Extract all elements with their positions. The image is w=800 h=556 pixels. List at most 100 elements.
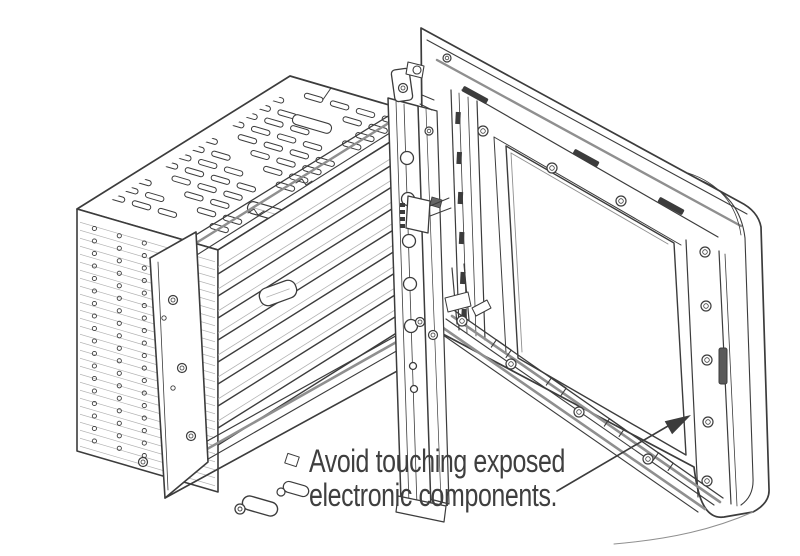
- door-screw: [546, 162, 558, 174]
- vent-slot: [276, 133, 297, 144]
- vent-slot: [342, 116, 362, 127]
- flange-screw-slot: [170, 297, 176, 303]
- vent-slot: [171, 175, 191, 186]
- module-top-notch: [302, 79, 332, 102]
- perforation-hole: [116, 283, 122, 289]
- perforation-hole: [91, 375, 97, 382]
- vent-slot: [263, 141, 284, 152]
- rail-cutout: [652, 452, 674, 471]
- vent-slot: [196, 207, 217, 218]
- guide-tab: [456, 151, 463, 165]
- column-hole: [409, 384, 419, 394]
- arrowhead-icon: [664, 415, 691, 435]
- perforation-hole: [116, 308, 122, 314]
- mounting-slot: [461, 86, 489, 104]
- door-latch-slot: [718, 347, 728, 385]
- recess-frame-top: [493, 136, 682, 246]
- display-door: [420, 27, 770, 545]
- standoff-post-1: [241, 495, 279, 517]
- standoff-nut-1: [234, 503, 246, 515]
- perforation-hole: [141, 353, 147, 359]
- perforation-hole: [141, 328, 147, 334]
- recess-frame-left: [493, 136, 507, 354]
- perforation-hole: [141, 290, 147, 296]
- vent-slot: [329, 100, 350, 111]
- door-screw: [477, 125, 489, 137]
- bottom-hinge-bolt2-inner: [430, 332, 436, 338]
- hinge-pin: [397, 82, 409, 94]
- perforation-hole: [116, 245, 122, 251]
- perforation-hole: [141, 340, 147, 346]
- vent-slot: [223, 190, 243, 201]
- column-hole: [401, 233, 417, 249]
- hinge-plate1-line1: [395, 100, 410, 505]
- perforation-hole: [116, 333, 122, 339]
- vent-slot: [276, 157, 296, 168]
- hinge-connector: [400, 195, 452, 234]
- door-left-strip3: [467, 96, 477, 337]
- perforation-hole: [91, 413, 97, 419]
- vent-slot: [144, 191, 165, 203]
- top-hinge-screw: [412, 65, 422, 75]
- connector-pin: [400, 203, 405, 207]
- bottom-clip: [284, 452, 300, 468]
- perforation-hole: [91, 438, 97, 444]
- vent-slot: [184, 167, 205, 178]
- perforation-hole: [141, 378, 147, 384]
- caption-line1: Avoid touching exposed: [309, 443, 566, 479]
- rail-cutout: [603, 418, 625, 437]
- display-recess: [505, 145, 687, 456]
- door-screw: [701, 475, 713, 487]
- rail-cutout: [490, 339, 512, 358]
- perforation-hole: [116, 408, 122, 414]
- connector-pin: [400, 224, 405, 228]
- perforation-hole: [91, 350, 97, 357]
- perforation-hole: [141, 415, 147, 421]
- door-bottom-wrap-edge: [613, 511, 754, 545]
- door-top-gray-rail: [435, 58, 743, 228]
- callout-leader: [556, 415, 691, 492]
- vent-slot: [237, 134, 258, 145]
- door-screw: [699, 246, 711, 258]
- vent-slot: [302, 141, 323, 152]
- flange-screw-slot: [188, 433, 194, 439]
- door-screw: [442, 53, 452, 63]
- door-right-column-line1: [685, 239, 699, 498]
- module-bottom-edge: [164, 351, 433, 499]
- door-bottom-rail-gray1: [450, 314, 722, 504]
- perforation-hole: [116, 395, 122, 401]
- door-left-strip1: [450, 89, 460, 331]
- hinge-column-holes: [399, 126, 434, 394]
- vent-long-slot-2: [291, 114, 333, 134]
- perforation-hole: [141, 390, 147, 396]
- perforation-hole: [116, 370, 122, 376]
- perforation-hole: [116, 233, 122, 239]
- perforation-hole: [91, 288, 97, 294]
- door-screw-slot: [444, 55, 450, 61]
- perforation-hole: [141, 315, 147, 321]
- vent-slot: [211, 150, 231, 161]
- standoff-nut-1-inner: [237, 506, 243, 512]
- vent-slot: [264, 117, 284, 128]
- door-rail-cutouts: [490, 339, 674, 471]
- module-bottom-rail-gray: [168, 321, 432, 472]
- vent-slot: [210, 198, 230, 209]
- perforation-hole: [141, 303, 147, 309]
- perforation-hole: [91, 300, 97, 307]
- door-screw: [615, 195, 627, 207]
- perforation-hole: [116, 420, 122, 426]
- top-hinge-knuckle: [390, 61, 435, 111]
- perforation-hole: [116, 258, 122, 264]
- hinge-pin-inner: [400, 85, 406, 91]
- side-panel-fins: [80, 221, 215, 487]
- door-bottom-rail-dark2: [429, 325, 699, 513]
- vent-slot: [303, 92, 324, 103]
- perforation-hole: [141, 253, 147, 259]
- vent-slot: [290, 125, 310, 136]
- perforation-hole: [116, 358, 122, 364]
- connector-wires: [429, 197, 452, 217]
- door-screw-slot: [508, 361, 514, 367]
- flange-bolt-inner: [140, 459, 146, 465]
- vent-slot: [184, 191, 204, 202]
